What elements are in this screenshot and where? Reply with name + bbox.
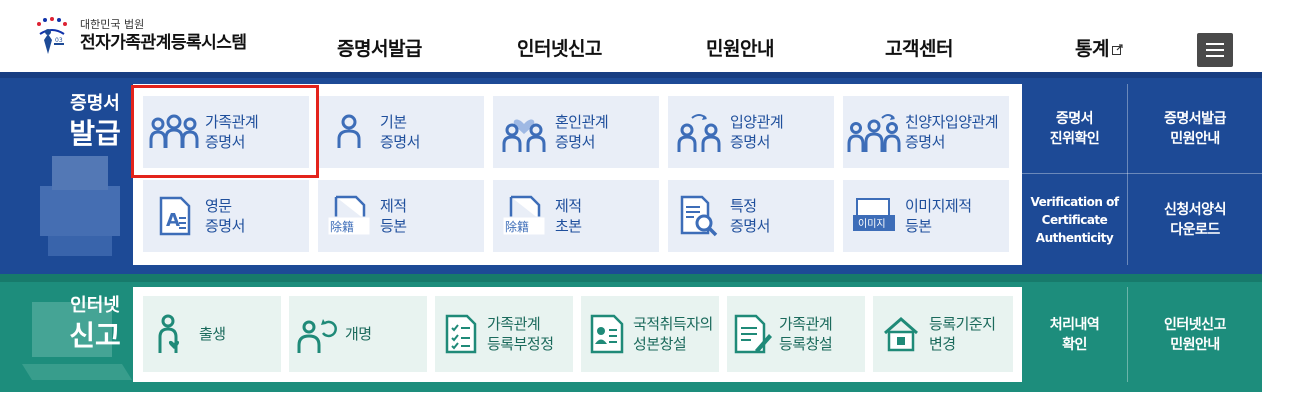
id-card-icon — [590, 314, 624, 354]
nav-civil-guide[interactable]: 민원안내 — [706, 38, 774, 60]
issue-guide-button[interactable]: 증명서발급 민원안내 — [1164, 110, 1226, 147]
highlight-selection-box — [131, 85, 319, 178]
site-header: 03 대한민국 법원 전자가족관계등록시스템 증명서발급 인터넷신고 민원안내 … — [0, 0, 1302, 72]
tile-register-correction[interactable]: 가족관계 등록부정정 — [435, 296, 573, 372]
svg-text:03: 03 — [55, 37, 63, 44]
section-label-line2: 발급 — [69, 117, 121, 150]
tile-label: 개명 — [345, 325, 372, 343]
tile-birth-report[interactable]: 출생 — [143, 296, 281, 372]
tile-label: 입양관계 증명서 — [730, 113, 784, 151]
nav-statistics[interactable]: 통계 — [1075, 34, 1123, 61]
tile-label: 친양자입양관계 증명서 — [905, 113, 999, 151]
person-icon — [337, 114, 361, 148]
tile-register-creation[interactable]: 가족관계 등록창설 — [727, 296, 865, 372]
tile-family-relation-cert[interactable]: 가족관계 증명서 — [143, 96, 309, 168]
tile-rename-report[interactable]: 개명 — [289, 296, 427, 372]
hamburger-icon-line — [1206, 43, 1224, 45]
tile-label: 특정 증명서 — [730, 197, 770, 235]
tile-label: 국적취득자의 성본창설 — [633, 315, 713, 353]
tile-image-removed-register[interactable]: 이미지 이미지제적 등본 — [843, 180, 1009, 252]
tile-label: 가족관계 증명서 — [205, 113, 259, 151]
tile-label: 제적 초본 — [555, 197, 582, 235]
svg-text:除籍: 除籍 — [330, 219, 354, 234]
form-download-button[interactable]: 신청서양식 다운로드 — [1164, 201, 1226, 238]
removed-register-icon: 除籍 — [327, 195, 371, 236]
certificate-section-label: 증명서 발급 — [40, 92, 150, 152]
nav-certificate-issue[interactable]: 증명서발급 — [337, 38, 422, 60]
nav-customer-center[interactable]: 고객센터 — [885, 38, 953, 60]
external-link-icon — [1111, 44, 1123, 55]
section-label-line1: 증명서 — [70, 93, 120, 114]
hamburger-icon-line — [1206, 49, 1224, 51]
court-emblem-icon: 03 — [37, 17, 67, 54]
tile-adoption-cert[interactable]: 입양관계 증명서 — [668, 96, 834, 168]
verification-english-button[interactable]: Verification of Certificate Authenticity — [1030, 194, 1119, 245]
tile-label: 제적 등본 — [380, 197, 407, 235]
image-register-icon: 이미지 — [853, 198, 895, 231]
system-title: 전자가족관계등록시스템 — [80, 33, 247, 53]
family-adoption-icon — [847, 114, 901, 152]
divider — [1127, 84, 1128, 265]
site-logo[interactable]: 03 대한민국 법원 전자가족관계등록시스템 — [30, 14, 247, 58]
laptop-illustration — [22, 302, 132, 380]
removed-register-icon: 除籍 — [502, 195, 546, 236]
svg-text:A: A — [166, 210, 180, 231]
tile-label: 기본 증명서 — [380, 113, 420, 151]
tile-label: 혼인관계 증명서 — [555, 113, 609, 151]
printer-illustration — [40, 156, 120, 256]
tile-register-base-change[interactable]: 등록기준지 변경 — [873, 296, 1013, 372]
section-label-line1: 인터넷 — [70, 295, 120, 316]
org-name: 대한민국 법원 — [80, 18, 145, 31]
doc-pen-icon — [734, 314, 772, 354]
tile-label: 이미지제적 등본 — [905, 197, 972, 235]
tile-label: 영문 증명서 — [205, 197, 245, 235]
tile-english-cert[interactable]: A 영문 증명서 — [143, 180, 309, 252]
adoption-icon — [677, 114, 721, 152]
tile-naturalized-surname[interactable]: 국적취득자의 성본창설 — [581, 296, 719, 372]
search-doc-icon — [680, 195, 718, 237]
processing-history-button[interactable]: 처리내역 확인 — [1049, 316, 1100, 353]
tile-full-adoption-cert[interactable]: 친양자입양관계 증명서 — [843, 96, 1009, 168]
hamburger-icon-line — [1206, 55, 1224, 57]
tile-label: 등록기준지 변경 — [929, 315, 996, 353]
tile-label: 가족관계 등록부정정 — [487, 315, 554, 353]
internet-report-section-label: 인터넷 신고 — [40, 294, 150, 354]
svg-text:除籍: 除籍 — [505, 219, 529, 234]
tile-removed-register-abstract[interactable]: 除籍 제적 초본 — [493, 180, 659, 252]
tile-marriage-cert[interactable]: 혼인관계 증명서 — [493, 96, 659, 168]
divider — [1022, 173, 1262, 174]
tile-label: 가족관계 등록창설 — [779, 315, 833, 353]
menu-button[interactable] — [1197, 33, 1233, 67]
section-label-line2: 신고 — [69, 319, 121, 352]
birth-icon — [158, 314, 180, 353]
tile-specific-cert[interactable]: 특정 증명서 — [668, 180, 834, 252]
nav-statistics-label: 통계 — [1075, 38, 1109, 60]
house-icon — [884, 317, 918, 352]
tile-basic-cert[interactable]: 기본 증명서 — [318, 96, 484, 168]
divider — [1127, 287, 1128, 382]
english-doc-icon: A — [159, 196, 191, 236]
rename-icon — [297, 319, 337, 353]
couple-heart-icon — [502, 119, 546, 152]
nav-internet-report[interactable]: 인터넷신고 — [517, 38, 602, 60]
report-guide-button[interactable]: 인터넷신고 민원안내 — [1164, 316, 1226, 353]
checklist-icon — [445, 314, 477, 354]
tile-removed-register-copy[interactable]: 除籍 제적 등본 — [318, 180, 484, 252]
svg-text:이미지: 이미지 — [858, 218, 886, 230]
verify-cert-button[interactable]: 증명서 진위확인 — [1049, 110, 1100, 147]
tile-label: 출생 — [199, 325, 226, 343]
family-icon — [149, 114, 199, 148]
